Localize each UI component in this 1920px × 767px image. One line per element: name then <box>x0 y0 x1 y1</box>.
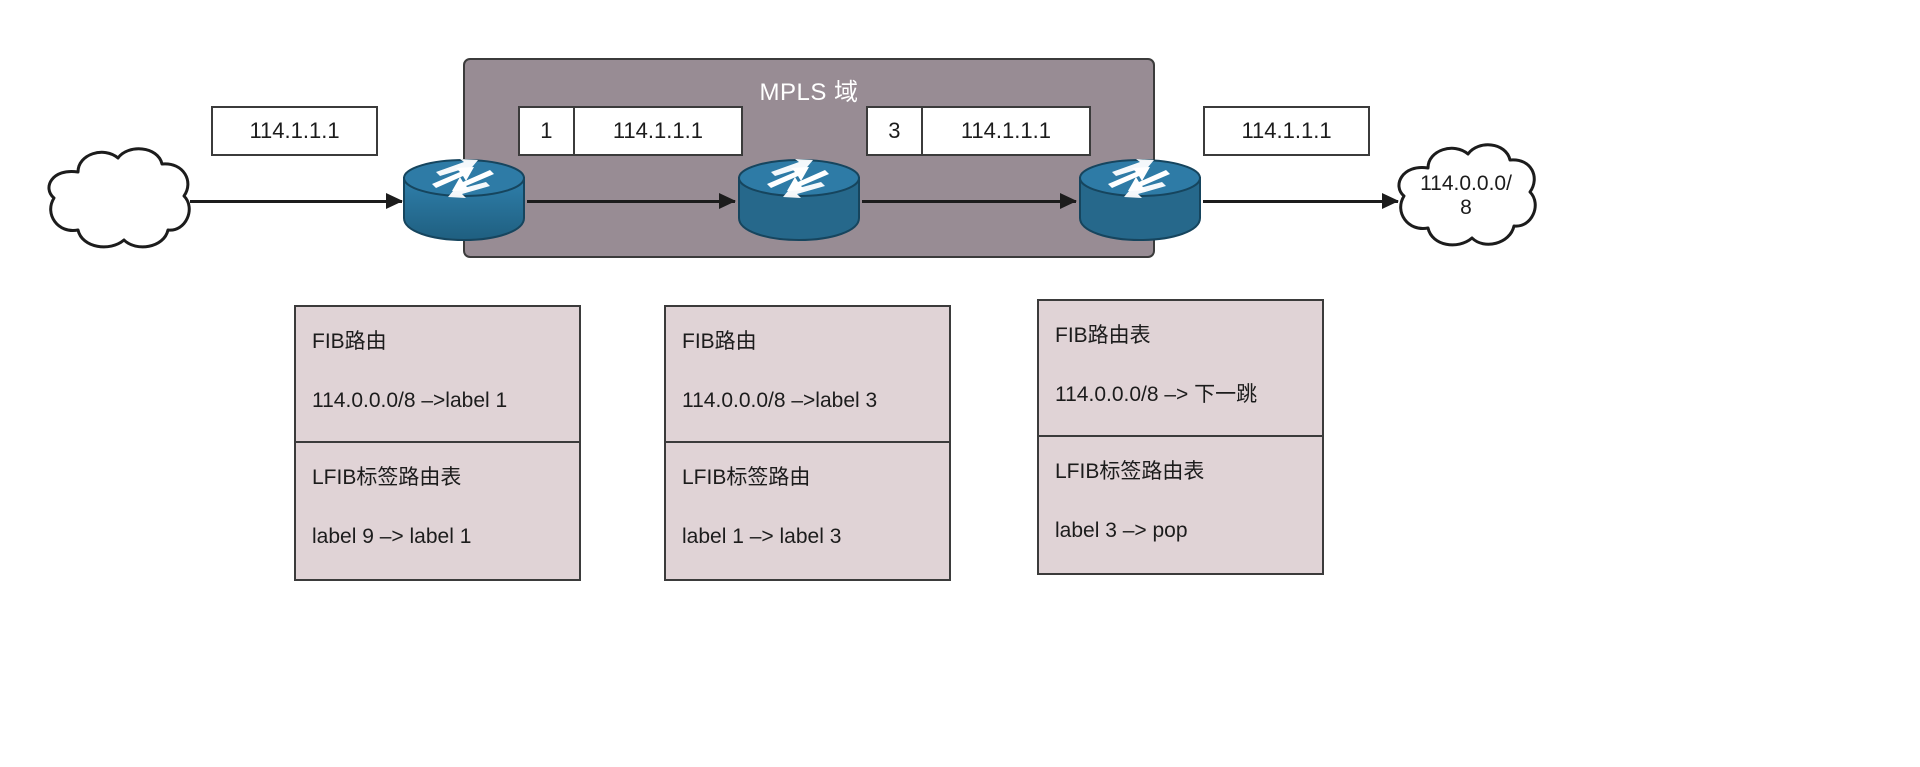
router-transit-lsr <box>737 158 861 242</box>
link-router-1-to-router-2 <box>527 193 736 209</box>
router-icon <box>738 159 860 242</box>
destination-cloud: 114.0.0.0/ 8 <box>1390 140 1542 256</box>
fib-section: FIB路由 114.0.0.0/8 –>label 3 <box>666 307 949 443</box>
lfib-section: LFIB标签路由 label 1 –> label 3 <box>666 443 949 579</box>
packet-mpls-label-1: 1 114.1.1.1 <box>518 106 743 156</box>
forwarding-table-router-1: FIB路由 114.0.0.0/8 –>label 1 LFIB标签路由表 la… <box>294 305 581 581</box>
source-cloud <box>36 142 200 254</box>
fib-section: FIB路由 114.0.0.0/8 –>label 1 <box>296 307 579 443</box>
lfib-entry: label 9 –> label 1 <box>312 525 472 549</box>
fib-title: FIB路由 <box>312 330 387 353</box>
packet-mpls-label-3-ip: 114.1.1.1 <box>922 108 1089 154</box>
router-icon <box>403 159 525 242</box>
link-cloud-to-router-1 <box>190 193 403 209</box>
packet-mpls-label-1-ip: 114.1.1.1 <box>574 108 741 154</box>
lfib-entry: label 1 –> label 3 <box>682 525 842 549</box>
packet-ingress-ip: 114.1.1.1 <box>213 108 376 154</box>
mpls-domain-label: MPLS 域 <box>759 79 859 106</box>
fib-title: FIB路由 <box>682 330 757 353</box>
lfib-title: LFIB标签路由 <box>682 466 811 489</box>
lfib-entry: label 3 –> pop <box>1055 519 1188 543</box>
cloud-shape-icon <box>1397 143 1537 247</box>
fib-entry: 114.0.0.0/8 –>label 3 <box>682 389 878 413</box>
forwarding-table-router-3: FIB路由表 114.0.0.0/8 –> 下一跳 LFIB标签路由表 labe… <box>1037 299 1324 575</box>
router-icon <box>1079 159 1201 242</box>
forwarding-table-router-2: FIB路由 114.0.0.0/8 –>label 3 LFIB标签路由 lab… <box>664 305 951 581</box>
fib-title: FIB路由表 <box>1055 324 1151 347</box>
packet-mpls-label-3: 3 114.1.1.1 <box>866 106 1091 156</box>
fib-entry: 114.0.0.0/8 –>label 1 <box>312 389 508 413</box>
link-router-3-to-cloud <box>1203 193 1399 209</box>
lfib-title: LFIB标签路由表 <box>1055 460 1205 483</box>
packet-ingress: 114.1.1.1 <box>211 106 378 156</box>
packet-mpls-label-3-label: 3 <box>868 108 923 154</box>
lfib-section: LFIB标签路由表 label 9 –> label 1 <box>296 443 579 579</box>
packet-mpls-label-1-label: 1 <box>520 108 575 154</box>
packet-egress: 114.1.1.1 <box>1203 106 1370 156</box>
cloud-shape-icon <box>47 147 191 249</box>
fib-entry: 114.0.0.0/8 –> 下一跳 <box>1055 383 1258 407</box>
packet-egress-ip: 114.1.1.1 <box>1205 108 1368 154</box>
lfib-section: LFIB标签路由表 label 3 –> pop <box>1039 437 1322 573</box>
lfib-title: LFIB标签路由表 <box>312 466 462 489</box>
fib-section: FIB路由表 114.0.0.0/8 –> 下一跳 <box>1039 301 1322 437</box>
router-ingress-lsr <box>402 158 526 242</box>
router-egress-lsr <box>1078 158 1202 242</box>
link-router-2-to-router-3 <box>862 193 1077 209</box>
